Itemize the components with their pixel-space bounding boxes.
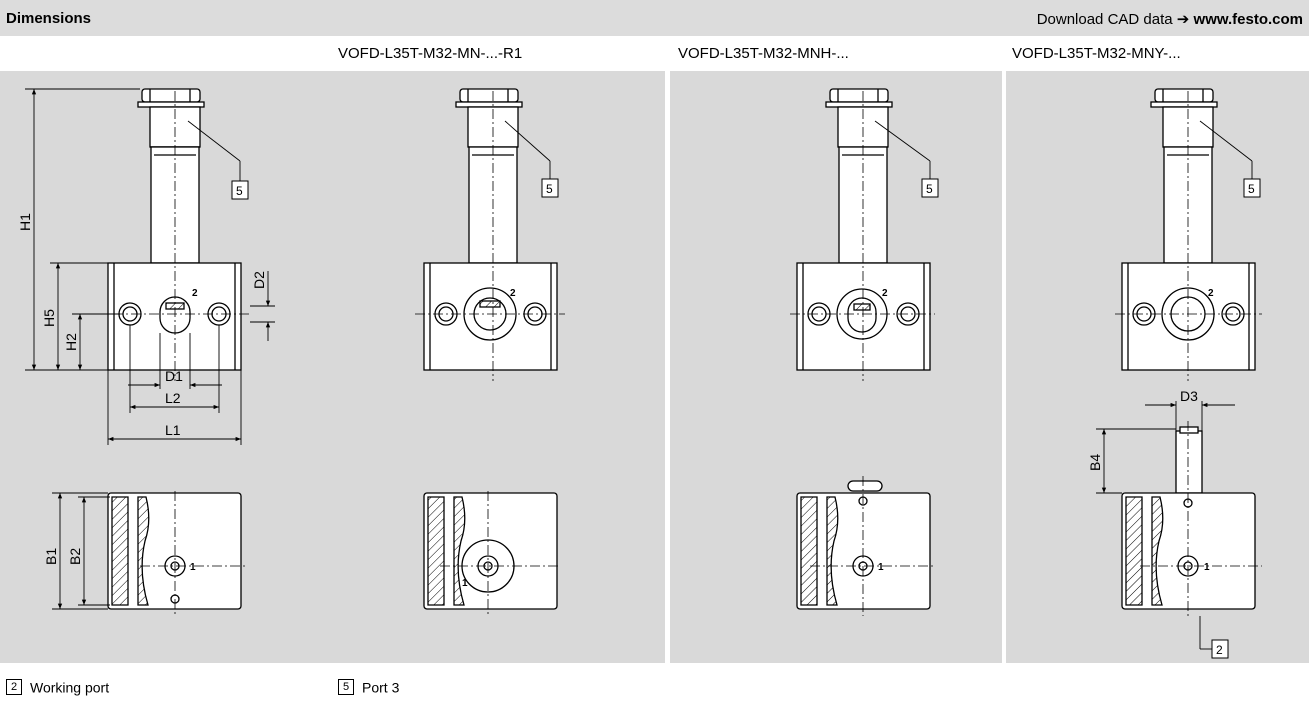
view-1-dimensions xyxy=(25,88,275,445)
view-2-bottom: 1 xyxy=(423,491,560,616)
view-4-front: 2 5 xyxy=(1115,88,1262,381)
dim-b4: B4 xyxy=(1087,454,1103,471)
download-text: Download CAD data xyxy=(1036,11,1173,28)
legend-label: Port 3 xyxy=(362,679,400,696)
url-text: www.festo.com xyxy=(1193,11,1303,28)
svg-text:5: 5 xyxy=(236,184,243,198)
column-header-2: VOFD-L35T-M32-MN-...-R1 xyxy=(338,45,523,62)
svg-text:2: 2 xyxy=(192,288,198,299)
view-1-bottom: 1 xyxy=(107,491,245,616)
arrow-icon: ➔ xyxy=(1176,11,1190,28)
svg-text:5: 5 xyxy=(926,182,933,196)
header-bar: Dimensions Download CAD data ➔ www.festo… xyxy=(0,0,1309,36)
svg-text:2: 2 xyxy=(1208,288,1214,299)
dim-b1: B1 xyxy=(43,548,59,565)
dim-b2: B2 xyxy=(67,548,83,565)
svg-text:1: 1 xyxy=(1204,562,1210,573)
legend-item-working-port: 2 Working port xyxy=(6,678,110,696)
legend-label: Working port xyxy=(30,679,110,696)
view-4-bottom: 1 2 xyxy=(1121,421,1262,659)
dim-h5: H5 xyxy=(41,309,57,327)
view-3-front: 2 5 xyxy=(790,88,939,381)
view-3-bottom: 1 xyxy=(796,476,935,616)
view-4-dimensions xyxy=(1096,401,1235,494)
dim-l1: L1 xyxy=(165,422,181,438)
svg-text:1: 1 xyxy=(190,562,196,573)
view-2-front: 2 5 xyxy=(415,88,565,381)
svg-text:2: 2 xyxy=(510,288,516,299)
legend-number-box: 5 xyxy=(338,679,354,696)
svg-text:5: 5 xyxy=(546,182,553,196)
legend-item-port-3: 5 Port 3 xyxy=(338,678,400,696)
dim-d1: D1 xyxy=(165,368,183,384)
dim-d3: D3 xyxy=(1180,388,1198,404)
svg-text:2: 2 xyxy=(882,288,888,299)
svg-text:1: 1 xyxy=(878,562,884,573)
section-title: Dimensions xyxy=(6,10,92,27)
column-header-4: VOFD-L35T-M32-MNY-... xyxy=(1012,45,1181,62)
view-1-bottom-dimensions xyxy=(52,492,110,610)
dim-d2: D2 xyxy=(251,271,267,289)
dim-h1: H1 xyxy=(17,213,33,231)
column-header-3: VOFD-L35T-M32-MNH-... xyxy=(678,45,849,62)
dim-h2: H2 xyxy=(63,333,79,351)
svg-text:1: 1 xyxy=(462,578,468,589)
technical-drawing: 2 5 H1 H5 H2 D2 D1 L2 L1 xyxy=(17,88,1262,659)
svg-text:2: 2 xyxy=(1216,643,1223,657)
view-1-front: 2 5 xyxy=(95,88,250,381)
download-cad-link[interactable]: Download CAD data ➔ www.festo.com xyxy=(1037,10,1303,28)
svg-text:5: 5 xyxy=(1248,182,1255,196)
legend-number-box: 2 xyxy=(6,679,22,696)
dim-l2: L2 xyxy=(165,390,181,406)
